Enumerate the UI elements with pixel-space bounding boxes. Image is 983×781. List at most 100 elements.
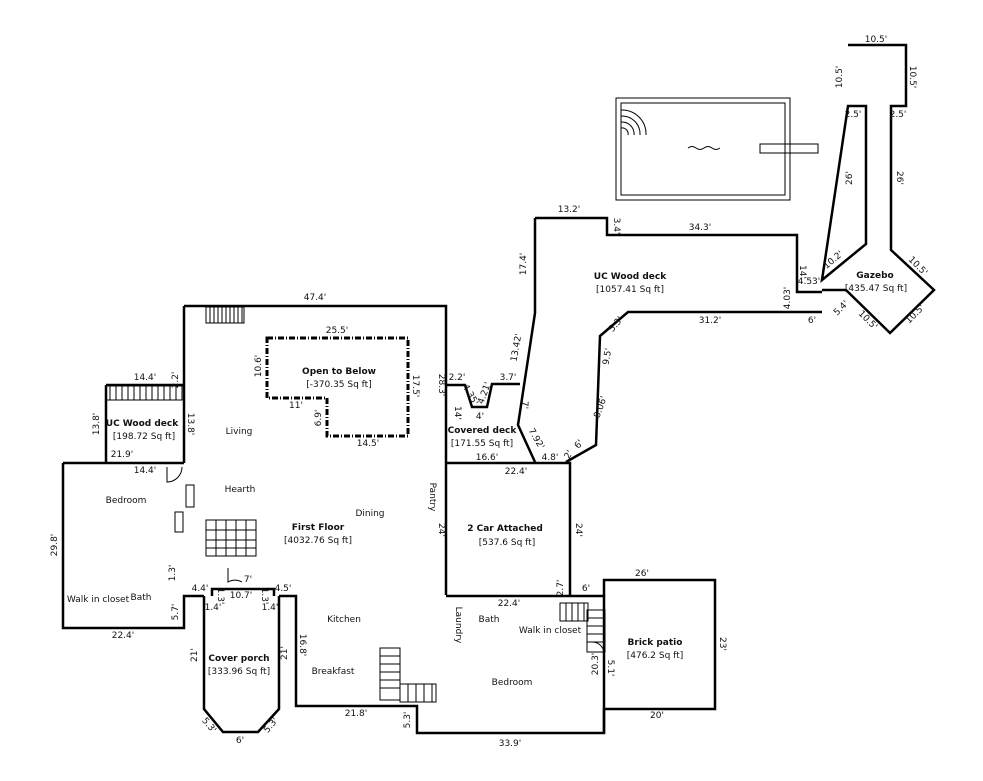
- dim-label: 4.53': [798, 277, 821, 287]
- dim-label: 14.4': [134, 466, 157, 476]
- dim-label: 8.06': [593, 395, 610, 420]
- label-walk-in-right: Walk in closet: [519, 626, 582, 636]
- dim-label: 10.5': [835, 66, 845, 89]
- room-name-two-car: 2 Car Attached: [467, 524, 543, 534]
- room-area-two-car: [537.6 Sq ft]: [479, 538, 535, 548]
- dim-label: 24': [436, 523, 446, 537]
- label-dining: Dining: [355, 509, 384, 519]
- open-to-below-outline: [265, 336, 410, 438]
- dim-label: 3.4': [611, 218, 621, 235]
- dim-label: 1.3': [168, 565, 178, 582]
- dim-label: 21': [280, 646, 290, 660]
- dim-label: 7': [244, 575, 252, 585]
- dim-label: 4.35': [460, 383, 480, 407]
- room-name-covered-deck: Covered deck: [448, 426, 518, 436]
- dim-label: 47.4': [304, 293, 327, 303]
- dim-label: 1.3': [215, 588, 225, 605]
- room-area-covered-deck: [171.55 Sq ft]: [451, 439, 513, 449]
- room-area-uc-wood-deck-right: [1057.41 Sq ft]: [596, 285, 664, 295]
- label-bath-right: Bath: [479, 615, 500, 625]
- dim-label: 5.4': [832, 299, 851, 318]
- dim-label: 10.7': [230, 591, 253, 601]
- dim-label: 21.9': [111, 450, 134, 460]
- dim-label: 5.3': [199, 716, 217, 735]
- room-area-cover-porch: [333.96 Sq ft]: [208, 667, 270, 677]
- room-area-gazebo: [435.47 Sq ft]: [845, 284, 907, 294]
- dim-label: 14': [452, 406, 462, 420]
- room-name-open-to-below: Open to Below: [302, 367, 376, 377]
- label-living: Living: [226, 427, 253, 437]
- label-laundry: Laundry: [453, 607, 463, 644]
- dim-label: 6': [573, 438, 586, 451]
- dim-label: 4.03': [783, 287, 793, 310]
- pool: [615, 97, 819, 201]
- dim-label: 4.4': [192, 584, 209, 594]
- gazebo-structure: [820, 43, 936, 335]
- room-name-brick-patio: Brick patio: [628, 638, 683, 648]
- dim-label: 10.5': [907, 66, 917, 89]
- room-area-open-to-below: [-370.35 Sq ft]: [306, 380, 371, 390]
- dim-label: 2.5': [845, 110, 862, 120]
- dim-label: 5.7': [171, 604, 181, 621]
- room-area-uc-wood-deck-left: [198.72 Sq ft]: [113, 432, 175, 442]
- dim-label: 28.3': [436, 374, 446, 397]
- dim-label: 20.3': [591, 653, 601, 676]
- dim-label: 2.2': [171, 372, 181, 389]
- dim-label: 5.3': [262, 716, 280, 735]
- dim-label: 21': [190, 648, 200, 662]
- dim-label: 14.4': [134, 373, 157, 383]
- label-pantry: Pantry: [427, 483, 437, 512]
- dim-label: 24': [573, 523, 583, 537]
- room-area-brick-patio: [476.2 Sq ft]: [627, 651, 683, 661]
- dim-label: 16.6': [476, 453, 499, 463]
- dim-label: 26': [894, 171, 904, 185]
- room-labels: UC Wood deck [198.72 Sq ft] Open to Belo…: [67, 271, 907, 688]
- dim-label: 2.2': [449, 373, 466, 383]
- dim-label: 4': [476, 412, 484, 422]
- dim-label: 10.5': [904, 303, 927, 326]
- room-name-first-floor: First Floor: [292, 523, 345, 533]
- label-hearth: Hearth: [225, 485, 256, 495]
- dim-label: 26': [845, 171, 855, 185]
- label-breakfast: Breakfast: [312, 667, 355, 677]
- room-name-uc-wood-deck-right: UC Wood deck: [594, 272, 667, 282]
- dim-label: 4.8': [542, 453, 559, 463]
- label-kitchen: Kitchen: [327, 615, 361, 625]
- dim-label: 20': [650, 711, 664, 721]
- dim-label: 21.8': [345, 709, 368, 719]
- dim-label: 34.3': [689, 223, 712, 233]
- covered-deck-outline: [446, 382, 520, 409]
- dim-label: 22.4': [498, 599, 521, 609]
- dim-label: 5.3': [403, 712, 413, 729]
- dim-label: 23': [717, 637, 727, 651]
- dim-label: 6': [808, 316, 816, 326]
- dim-label: 13.42': [510, 333, 525, 363]
- room-name-gazebo: Gazebo: [856, 271, 893, 281]
- dim-label: 33.9': [499, 739, 522, 749]
- dim-label: 10.6': [254, 355, 264, 378]
- dim-label: 22.4': [112, 631, 135, 641]
- dim-label: 17.4': [519, 253, 529, 276]
- dim-label: 25.5': [326, 326, 349, 336]
- dim-label: 6': [582, 584, 590, 594]
- label-bedroom-left: Bedroom: [106, 496, 147, 506]
- label-bedroom-right: Bedroom: [492, 678, 533, 688]
- dim-label: 29.8': [50, 534, 60, 557]
- dim-label: 6.9': [314, 410, 324, 427]
- dim-label: 14.5': [357, 439, 380, 449]
- dim-label: 1.4': [262, 603, 279, 613]
- dim-label: 9.5': [602, 348, 615, 366]
- house-outline: [61, 304, 717, 735]
- dimension-labels: 47.4' 25.5' 10.6' 17.5' 11' 6.9' 14.5' 1…: [50, 35, 929, 749]
- dim-label: 1.3': [259, 588, 269, 605]
- interior-details: [166, 466, 606, 703]
- dim-label: 14': [797, 265, 807, 279]
- dim-label: 6': [236, 736, 244, 746]
- deck-railing-ticks: [109, 307, 243, 400]
- dim-label: 2.5': [890, 110, 907, 120]
- dim-label: 1.4': [205, 603, 222, 613]
- dim-label: 10.5': [856, 309, 879, 332]
- dim-label: 16.8': [297, 634, 307, 657]
- uc-wood-deck-right-outline: [516, 216, 822, 464]
